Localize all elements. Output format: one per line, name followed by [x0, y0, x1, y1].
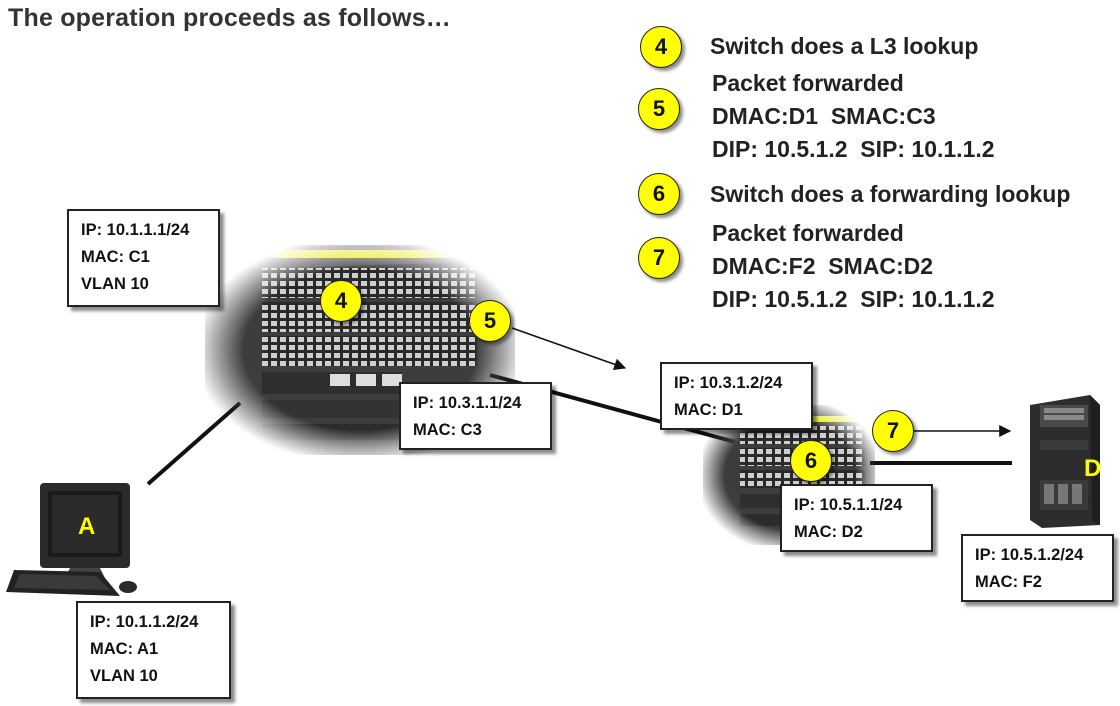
host-d-info: IP: 10.5.1.2/24 MAC: F2 [961, 534, 1114, 602]
info-line: IP: 10.5.1.2/24 [975, 546, 1084, 564]
switch-2-step-badge: 6 [790, 440, 832, 482]
host-a-label: A [78, 513, 96, 540]
info-line: MAC: D2 [794, 523, 863, 541]
switch-2-out-info: IP: 10.5.1.1/24 MAC: D2 [780, 484, 933, 552]
info-line: IP: 10.3.1.2/24 [674, 374, 783, 392]
host-a-computer [6, 483, 137, 596]
switch-1-routed-info: IP: 10.3.1.1/24 MAC: C3 [399, 382, 552, 450]
switch-1-vlan-info: IP: 10.1.1.1/24 MAC: C1 VLAN 10 [67, 209, 220, 307]
step-7-badge: 7 [638, 237, 680, 279]
step-7-text: Packet forwarded DMAC:F2 SMAC:D2 DIP: 10… [712, 217, 995, 316]
info-line: IP: 10.3.1.1/24 [413, 394, 522, 412]
step-4-line: Switch does a L3 lookup [710, 33, 979, 59]
info-line: VLAN 10 [81, 275, 149, 293]
step-6-line: Switch does a forwarding lookup [710, 181, 1071, 207]
step-6-badge: 6 [638, 173, 680, 215]
info-line: IP: 10.1.1.2/24 [90, 613, 199, 631]
step-4-text: Switch does a L3 lookup [710, 30, 978, 63]
step-6-text: Switch does a forwarding lookup [710, 178, 1070, 211]
switch-1-step-badge: 4 [320, 280, 362, 322]
info-line: MAC: D1 [674, 401, 743, 419]
host-d-server [1030, 395, 1100, 528]
step-5-line: DMAC:D1 SMAC:C3 [712, 103, 936, 129]
step-5-text: Packet forwarded DMAC:D1 SMAC:C3 DIP: 10… [712, 67, 995, 166]
info-line: MAC: A1 [90, 640, 159, 658]
step-7-line: Packet forwarded [712, 220, 904, 246]
host-d-label: D [1084, 455, 1102, 482]
info-line: MAC: C1 [81, 248, 150, 266]
info-line: VLAN 10 [90, 667, 158, 685]
switch-2-in-info: IP: 10.3.1.2/24 MAC: D1 [660, 362, 813, 430]
step-5-badge: 5 [638, 88, 680, 130]
step-5-line: DIP: 10.5.1.2 SIP: 10.1.1.2 [712, 136, 995, 162]
step-7-line: DMAC:F2 SMAC:D2 [712, 253, 934, 279]
step-5-line: Packet forwarded [712, 70, 904, 96]
host-a-info: IP: 10.1.1.2/24 MAC: A1 VLAN 10 [76, 601, 231, 699]
arrow-step-5 [511, 327, 627, 371]
step-4-badge: 4 [640, 26, 682, 68]
link-1-step-badge: 5 [469, 300, 511, 342]
page-title: The operation proceeds as follows… [8, 4, 451, 32]
info-line: MAC: C3 [413, 421, 482, 439]
info-line: IP: 10.5.1.1/24 [794, 496, 903, 514]
link-2-step-badge: 7 [872, 410, 914, 452]
step-7-line: DIP: 10.5.1.2 SIP: 10.1.1.2 [712, 286, 995, 312]
info-line: IP: 10.1.1.1/24 [81, 221, 190, 239]
info-line: MAC: F2 [975, 573, 1042, 591]
